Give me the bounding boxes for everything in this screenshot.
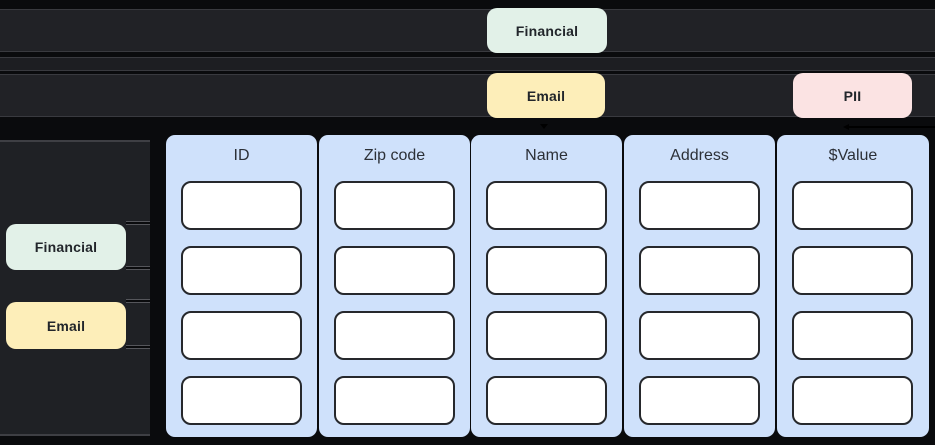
table-cell [792, 246, 913, 295]
email-connector-tick [540, 124, 548, 129]
column-header-address: Address [670, 147, 729, 164]
row-marker-line [126, 299, 150, 303]
tag-pii-top-label: PII [843, 87, 862, 104]
column-gap-arrow-icon [464, 132, 478, 141]
tag-email-left-label: Email [46, 317, 86, 334]
table-cell [486, 311, 607, 360]
column-gap-arrow-icon [616, 132, 630, 141]
tag-email-top-label: Email [526, 87, 566, 104]
table-cell [486, 376, 607, 425]
tag-financial-left-label: Financial [34, 239, 98, 255]
table-cell [639, 181, 760, 230]
column-header-zip-code: Zip code [363, 147, 426, 164]
table-cell [486, 181, 607, 230]
top-lane-financial [0, 9, 935, 52]
column-gap-arrow-icon [769, 132, 783, 141]
column-panel-name: Name [471, 135, 622, 437]
column-panel-address: Address [624, 135, 775, 437]
row-marker-line [126, 345, 150, 349]
table-cell [639, 376, 760, 425]
tag-financial-top-label: Financial [515, 22, 579, 39]
column-header-name: Name [525, 147, 568, 164]
table-cell [181, 311, 302, 360]
column-gap-arrow-icon [311, 132, 325, 141]
tag-financial-left: Financial [6, 224, 126, 270]
table-cell [792, 181, 913, 230]
column-header-value: $Value [828, 147, 878, 164]
table-cell [639, 246, 760, 295]
table-cell [792, 376, 913, 425]
table-cell [181, 376, 302, 425]
pii-connector-arrow [843, 124, 849, 130]
row-marker-line [126, 221, 150, 225]
tag-financial-top: Financial [487, 8, 607, 53]
table-cell [334, 181, 455, 230]
table-cell [486, 246, 607, 295]
table-cell [334, 311, 455, 360]
tag-email-left: Email [6, 302, 126, 349]
top-lane-divider [0, 57, 935, 71]
table-cell [181, 246, 302, 295]
table-cell [639, 311, 760, 360]
column-panel-id: ID [166, 135, 317, 437]
tag-pii-top: PII [793, 73, 912, 118]
row-tag-lane [0, 140, 150, 436]
table-cell [334, 376, 455, 425]
pii-connector-line [849, 126, 935, 128]
table-cell [181, 181, 302, 230]
column-panel-value: $Value [777, 135, 929, 437]
row-marker-line [126, 266, 150, 270]
tag-email-top: Email [487, 73, 605, 118]
top-lane-email-pii [0, 74, 935, 117]
column-header-id: ID [233, 147, 250, 164]
table-cell [792, 311, 913, 360]
column-panel-zip-code: Zip code [319, 135, 470, 437]
table-cell [334, 246, 455, 295]
